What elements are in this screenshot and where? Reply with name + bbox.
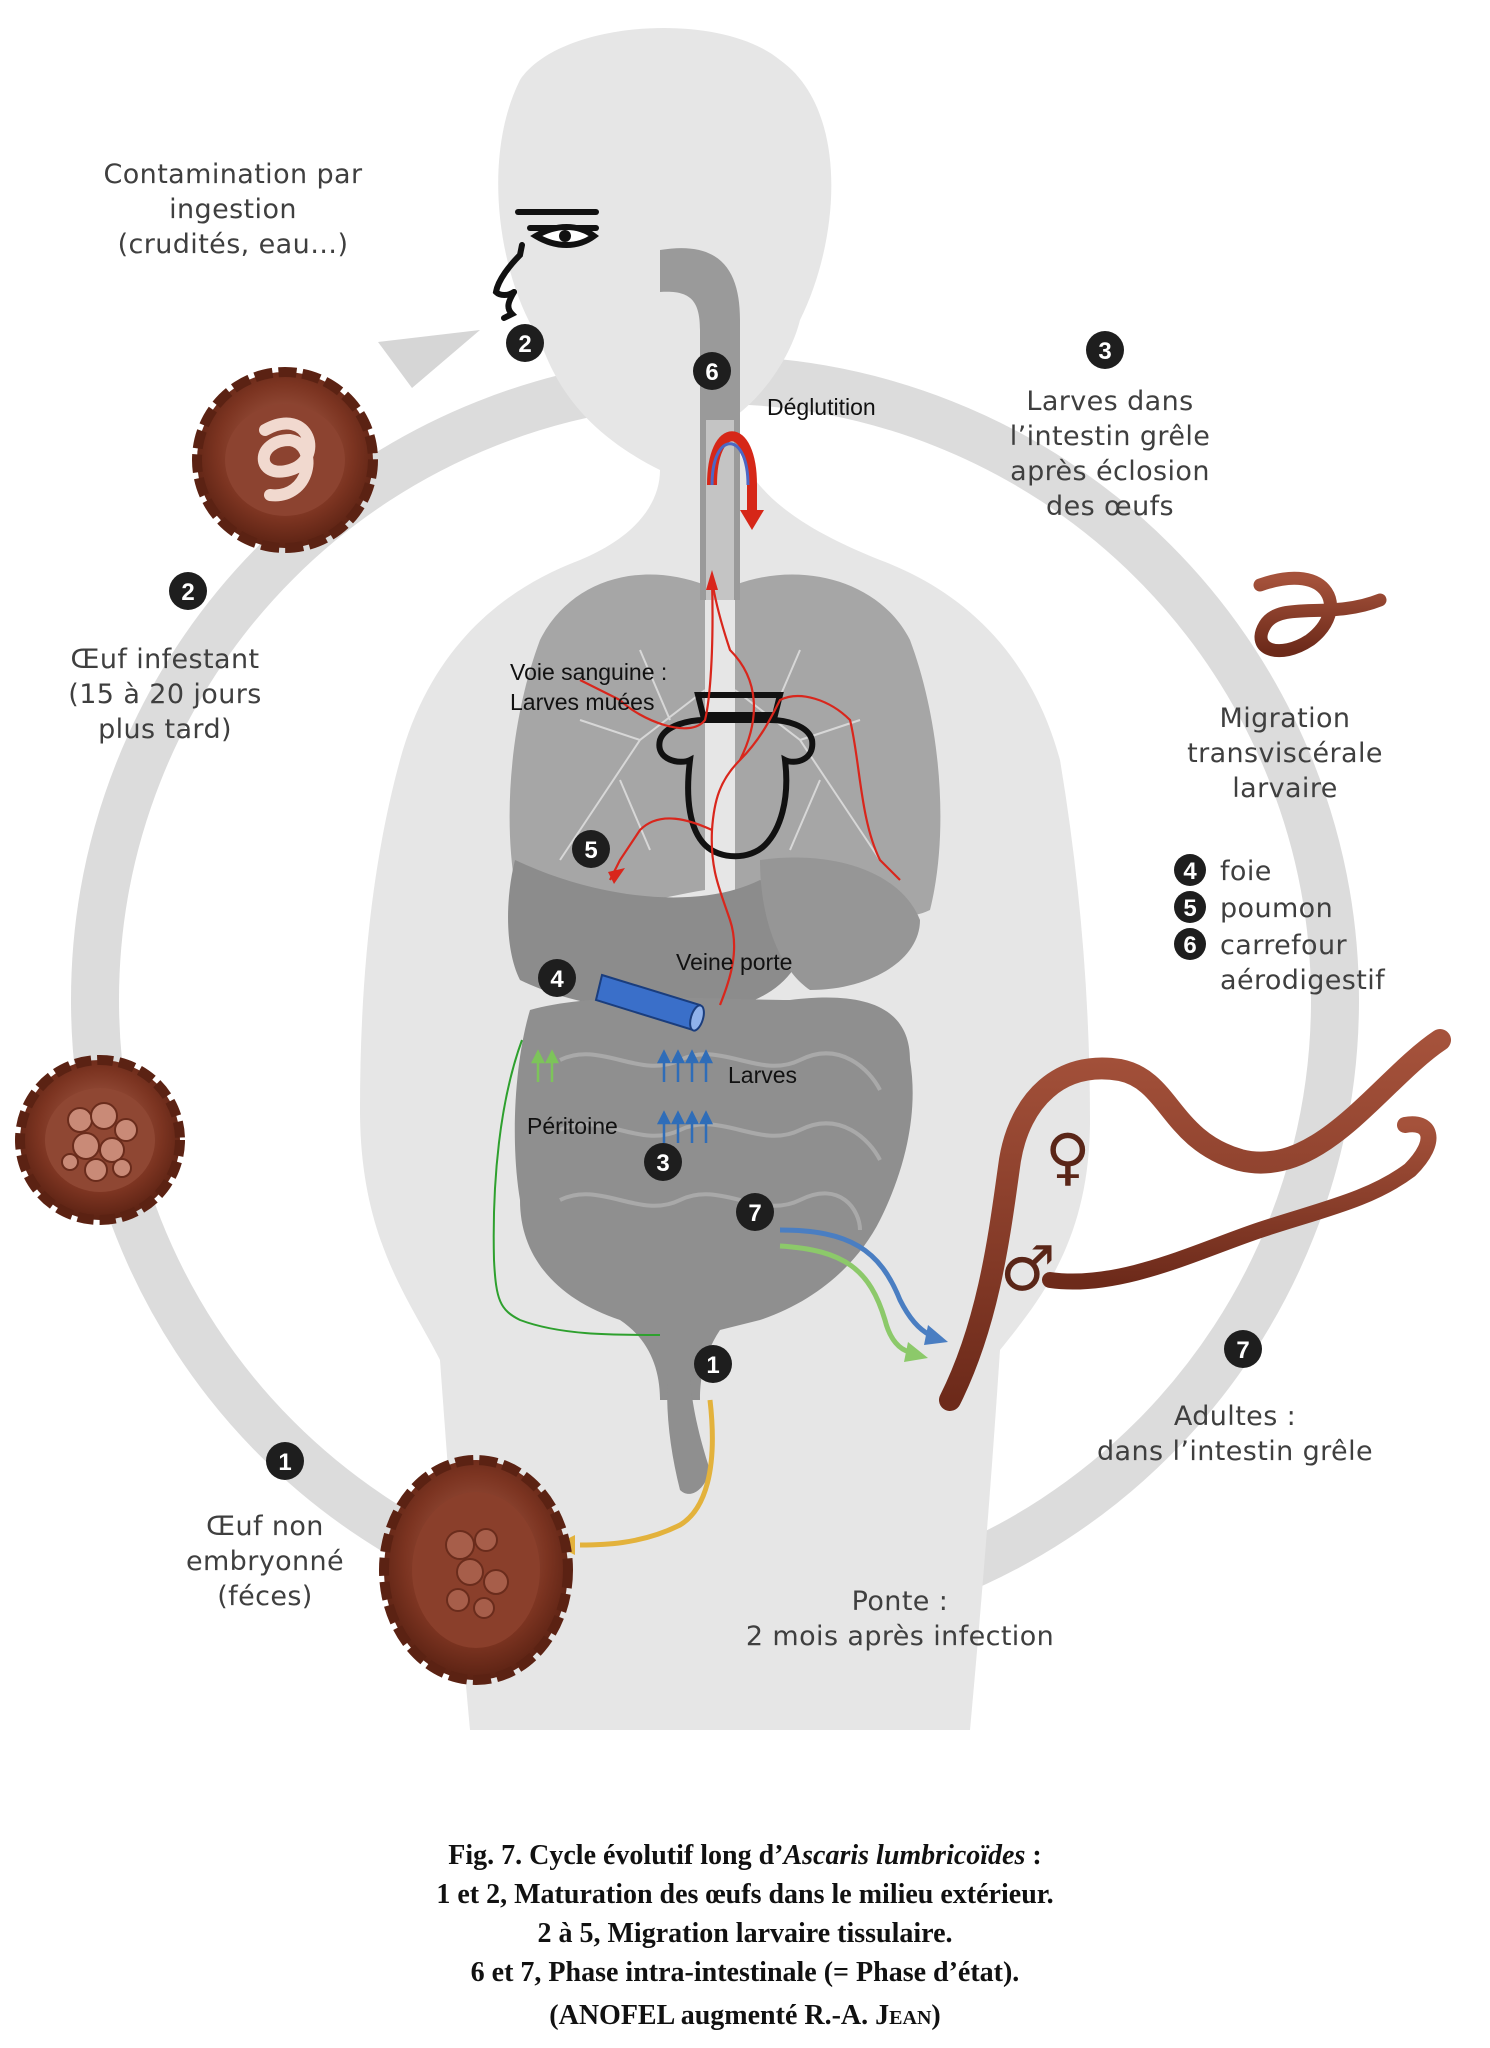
intestines <box>514 997 913 1494</box>
svg-text:(féces): (féces) <box>217 1581 313 1612</box>
label-contamination: Contamination par ingestion (crudités, e… <box>104 159 363 260</box>
svg-text:6: 6 <box>1183 932 1196 959</box>
svg-text:Larves dans: Larves dans <box>1026 386 1193 417</box>
label-larves-muees: Larves muées <box>510 689 654 715</box>
eye-icon <box>559 230 571 242</box>
label-deglutition: Déglutition <box>767 394 876 420</box>
egg-segmenting <box>15 1055 185 1225</box>
figure-caption: Fig. 7. Cycle évolutif long d’Ascaris lu… <box>0 1836 1490 2035</box>
human-body-silhouette <box>360 27 1090 1731</box>
badge-lung-5: 5 <box>572 830 610 868</box>
adult-worms <box>939 1029 1451 1411</box>
svg-text:Œuf non: Œuf non <box>206 1511 324 1542</box>
caption-line-5: (ANOFEL augmenté R.-A. Jean) <box>549 2000 941 2031</box>
larva-worm <box>1253 571 1387 658</box>
svg-text:Œuf infestant: Œuf infestant <box>71 644 260 675</box>
label-ponte: Ponte : 2 mois après infection <box>746 1586 1054 1652</box>
legend: 4 foie 5 poumon 6 carrefour aérodigestif <box>1174 854 1386 996</box>
intestine-coils <box>559 1051 882 1231</box>
svg-text:7: 7 <box>1236 1337 1249 1364</box>
blood-migration-path <box>579 579 901 1006</box>
svg-text:poumon: poumon <box>1220 893 1333 924</box>
label-adultes: Adultes : dans l’intestin grêle <box>1097 1401 1373 1467</box>
svg-text:foie: foie <box>1220 856 1272 887</box>
svg-text:2: 2 <box>181 579 194 606</box>
badge-intestine-3: 3 <box>644 1143 682 1181</box>
label-migration: Migration transviscérale larvaire <box>1187 703 1383 804</box>
egg-infestant <box>192 367 378 553</box>
adult-exit-arrows <box>779 1227 932 1355</box>
svg-text:embryonné: embryonné <box>186 1546 344 1577</box>
label-oeuf-non: Œuf non embryonné (féces) <box>186 1511 344 1612</box>
svg-text:ingestion: ingestion <box>169 194 297 225</box>
svg-text:7: 7 <box>748 1200 761 1227</box>
svg-text:4: 4 <box>1183 858 1197 885</box>
svg-text:larvaire: larvaire <box>1232 773 1338 804</box>
lungs <box>509 574 941 917</box>
caption-line-1: Fig. 7. Cycle évolutif long d’Ascaris lu… <box>448 1840 1042 1871</box>
egg-exit-arrow <box>579 1399 715 1548</box>
badge-intestine-7: 7 <box>736 1193 774 1231</box>
svg-text:1: 1 <box>706 1352 719 1379</box>
svg-text:transviscérale: transviscérale <box>1187 738 1383 769</box>
deglutition-loop <box>707 431 764 530</box>
svg-text:5: 5 <box>584 837 597 864</box>
svg-text:5: 5 <box>1183 895 1196 922</box>
lung-arrowhead <box>608 868 625 884</box>
blue-arrowhead <box>924 1325 948 1345</box>
svg-text:2: 2 <box>518 331 531 358</box>
svg-text:3: 3 <box>1098 338 1111 365</box>
svg-text:(crudités, eau…): (crudités, eau…) <box>118 229 349 260</box>
label-oeuf-infestant: Œuf infestant (15 à 20 jours plus tard) <box>68 644 261 745</box>
label-peritoine: Péritoine <box>527 1113 618 1139</box>
svg-text:6: 6 <box>705 359 718 386</box>
label-veine-porte: Veine porte <box>676 949 792 975</box>
svg-text:3: 3 <box>656 1150 669 1177</box>
svg-text:carrefour: carrefour <box>1220 930 1347 961</box>
badge-outer-3: 3 <box>1086 331 1124 369</box>
green-arrowhead <box>904 1342 928 1362</box>
ring-arrowhead <box>378 330 480 388</box>
svg-text:l’intestin grêle: l’intestin grêle <box>1010 421 1211 452</box>
badge-liver-4: 4 <box>538 959 576 997</box>
male-symbol: ♂ <box>1000 1232 1056 1305</box>
egg-non-embryonne <box>379 1455 573 1685</box>
caption-line-4: 6 et 7, Phase intra-intestinale (= Phase… <box>470 1957 1020 1988</box>
svg-text:plus tard): plus tard) <box>98 714 232 745</box>
svg-text:dans l’intestin grêle: dans l’intestin grêle <box>1097 1436 1373 1467</box>
face-profile <box>492 209 600 321</box>
svg-text:Contamination par: Contamination par <box>104 159 363 190</box>
label-larves-intestin: Larves dans l’intestin grêle après éclos… <box>1010 386 1211 522</box>
badge-outer-1: 1 <box>266 1442 304 1480</box>
badge-rectum-1: 1 <box>694 1345 732 1383</box>
svg-text:(15 à 20 jours: (15 à 20 jours <box>68 679 261 710</box>
svg-text:après éclosion: après éclosion <box>1010 456 1210 487</box>
label-voie-sanguine: Voie sanguine : <box>510 659 667 685</box>
trachea-arrowhead <box>706 570 718 590</box>
svg-text:Adultes :: Adultes : <box>1174 1401 1296 1432</box>
svg-text:2 mois après infection: 2 mois après infection <box>746 1621 1054 1652</box>
peritoneum-path <box>492 1039 661 1336</box>
stomach <box>760 857 920 990</box>
svg-text:4: 4 <box>550 966 564 993</box>
badge-outer-7: 7 <box>1224 1330 1262 1368</box>
caption-line-2: 1 et 2, Maturation des œufs dans le mili… <box>436 1879 1054 1910</box>
peritoneum-arrows <box>530 1049 560 1082</box>
badge-mouth-2: 2 <box>506 324 544 362</box>
svg-text:aérodigestif: aérodigestif <box>1220 965 1386 996</box>
svg-text:des œufs: des œufs <box>1046 491 1174 522</box>
caption-line-3: 2 à 5, Migration larvaire tissulaire. <box>537 1918 953 1949</box>
label-larves: Larves <box>728 1062 797 1088</box>
svg-text:1: 1 <box>278 1449 291 1476</box>
svg-text:Migration: Migration <box>1220 703 1351 734</box>
female-symbol: ♀ <box>1045 1120 1090 1193</box>
svg-text:Ponte :: Ponte : <box>852 1586 949 1617</box>
larvae-arrows <box>656 1049 714 1143</box>
badge-throat-6: 6 <box>693 352 731 390</box>
portal-vein <box>594 973 705 1032</box>
badge-outer-2: 2 <box>169 572 207 610</box>
